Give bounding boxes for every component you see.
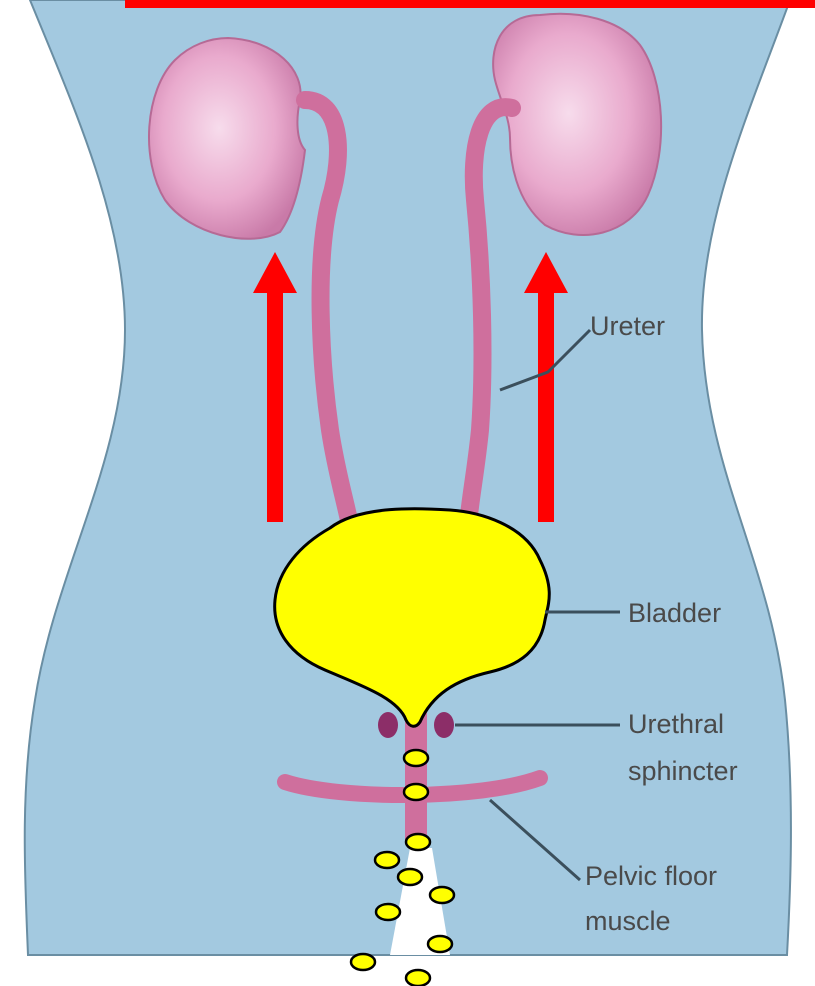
- droplet: [404, 784, 428, 800]
- pelvic-floor-label-line2: muscle: [585, 906, 671, 936]
- ureter-label: Ureter: [590, 311, 665, 341]
- urethral-sphincter-left: [378, 712, 398, 738]
- droplet: [398, 869, 422, 885]
- top-red-bar: [125, 0, 815, 8]
- droplet: [430, 887, 454, 903]
- droplet: [404, 750, 428, 766]
- droplet: [428, 936, 452, 952]
- droplet: [406, 970, 430, 986]
- urethral-sphincter-label-line2: sphincter: [628, 756, 738, 786]
- bladder-label: Bladder: [628, 598, 721, 628]
- droplet: [375, 852, 399, 868]
- urethral-sphincter-label-line1: Urethral: [628, 709, 724, 739]
- left-kidney: [149, 38, 305, 239]
- pelvic-floor-label-line1: Pelvic floor: [585, 861, 717, 891]
- droplet: [406, 834, 430, 850]
- droplet: [376, 904, 400, 920]
- urethral-sphincter-right: [434, 712, 454, 738]
- droplet: [351, 954, 375, 970]
